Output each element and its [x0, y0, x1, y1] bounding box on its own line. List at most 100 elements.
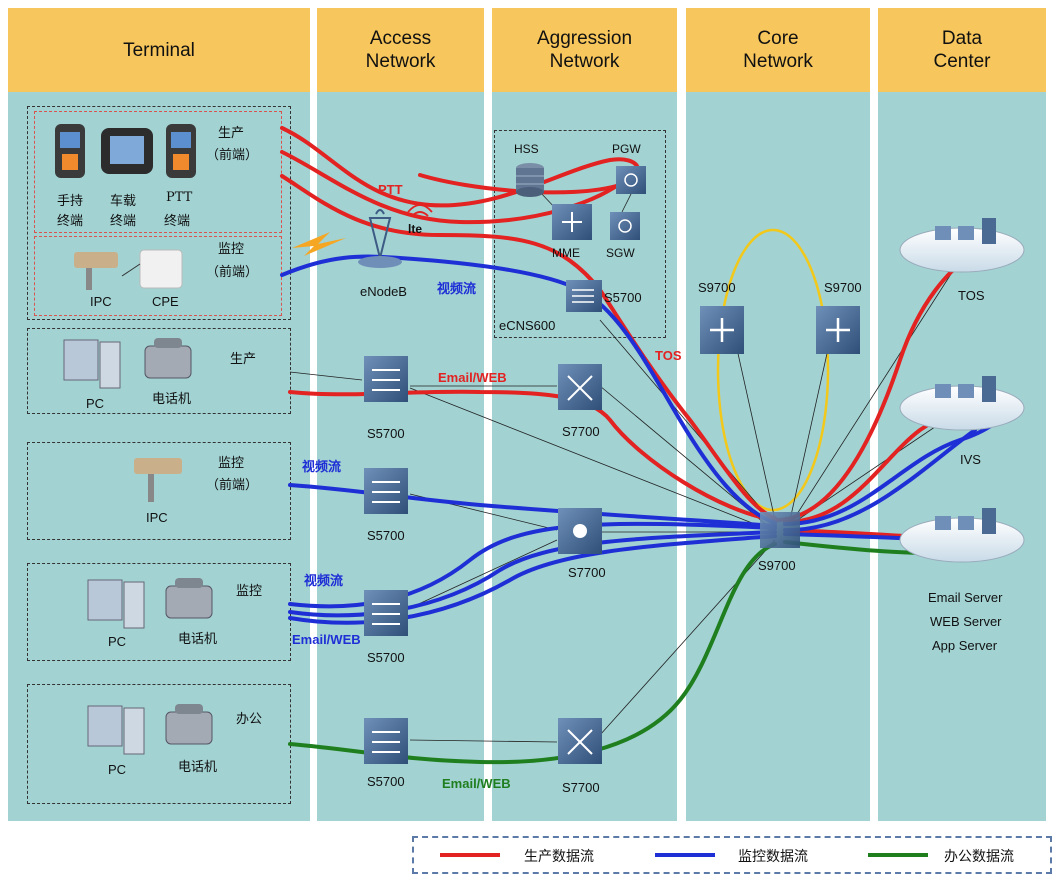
- legend-office-label: 办公数据流: [944, 849, 1014, 865]
- flow-label-email-2: Email/WEB: [292, 632, 361, 647]
- ecns600-box: [494, 130, 666, 338]
- column-access: Access Network: [317, 8, 484, 821]
- ptt-label-2: 终端: [164, 214, 191, 229]
- web-server-label: WEB Server: [930, 614, 1002, 629]
- monitor-frontend-label-2: （前端）: [206, 265, 259, 280]
- hss-icon: [516, 163, 544, 197]
- enodeb-label: eNodeB: [360, 284, 407, 299]
- access-switch-icon-3: [364, 590, 408, 636]
- enodeb-icon: [358, 209, 402, 268]
- ipc-cpe-link: [121, 263, 141, 277]
- legend-monitor-label: 监控数据流: [738, 849, 808, 865]
- flow-label-lte: lte: [408, 222, 423, 236]
- phone-label-1: 电话机: [152, 392, 192, 407]
- ecns-s5700-icon: [566, 280, 602, 312]
- prod-office-label: 生产: [230, 352, 257, 367]
- access-switch-icon-1: [364, 356, 408, 402]
- flow-label-email-3: Email/WEB: [442, 776, 511, 791]
- ptt-label-1: PTT: [166, 190, 193, 205]
- access-switch-icon-4: [364, 718, 408, 764]
- email-server-label: Email Server: [928, 590, 1003, 605]
- access-switch-label-2: S5700: [367, 528, 405, 543]
- column-title-core: Core Network: [686, 8, 870, 92]
- phone-label-2: 电话机: [178, 632, 218, 647]
- legend: [412, 836, 1052, 874]
- flow-label-video-3: 视频流: [304, 574, 344, 589]
- core-switch-left-icon: [700, 306, 744, 354]
- mme-label: MME: [552, 246, 580, 260]
- column-title-terminal: Terminal: [8, 8, 310, 92]
- phone-icon-1: [144, 338, 192, 379]
- flow-label-email-1: Email/WEB: [438, 370, 507, 385]
- ecns600-label: eCNS600: [499, 318, 556, 333]
- ipc-label-1: IPC: [90, 294, 112, 309]
- agg-switch-icon-3: [558, 718, 602, 764]
- core-right-label: S9700: [824, 280, 862, 295]
- access-switch-label-4: S5700: [367, 774, 405, 789]
- access-switch-icon-2: [364, 468, 408, 514]
- pc-icon-1: [63, 339, 121, 389]
- ptt-terminal-icon: [166, 124, 196, 178]
- pc-label-1: PC: [86, 396, 105, 411]
- pc-label-3: PC: [108, 762, 127, 777]
- cpe-icon: [139, 249, 183, 289]
- agg-switch-label-3: S7700: [562, 780, 600, 795]
- ipc-label-2: IPC: [146, 510, 168, 525]
- phone-icon-3: [165, 704, 213, 745]
- column-core: Core Network: [686, 8, 870, 821]
- app-server-label: App Server: [932, 638, 998, 653]
- agg-switch-icon-1: [558, 364, 602, 410]
- agg-switch-icon-2: [558, 508, 602, 554]
- hss-label: HSS: [514, 142, 539, 156]
- monitor-office-label: 监控: [236, 584, 263, 599]
- column-title-aggregation: Aggression Network: [492, 8, 677, 92]
- ecns-s5700-label: S5700: [604, 290, 642, 305]
- vehicle-label-1: 车载: [110, 194, 137, 209]
- flow-label-video-2: 视频流: [302, 460, 342, 475]
- flow-label-video-1: 视频流: [437, 282, 477, 297]
- core-ring: [716, 228, 830, 512]
- legend-production-label: 生产数据流: [524, 849, 594, 865]
- monitor-ipc-label-1: 监控: [218, 456, 245, 471]
- prod-frontend-label-1: 生产: [218, 126, 245, 141]
- group-production-office: [27, 328, 291, 414]
- handheld-label-2: 终端: [57, 214, 84, 229]
- ipc-camera-icon-1: [74, 252, 118, 290]
- vehicle-label-2: 终端: [110, 214, 137, 229]
- tos-label: TOS: [958, 288, 985, 303]
- ipc-camera-icon-2: [134, 458, 182, 502]
- sgw-label: SGW: [606, 246, 635, 260]
- tos-server-icon: [899, 218, 1025, 273]
- production-flows: [280, 126, 992, 542]
- column-aggregation: Aggression Network: [492, 8, 677, 821]
- flow-label-ptt: PTT: [378, 182, 403, 197]
- column-title-access: Access Network: [317, 8, 484, 92]
- pgw-icon: [616, 166, 646, 194]
- wireless-link-icon: [292, 232, 346, 256]
- column-title-datacenter: Data Center: [878, 8, 1046, 92]
- monitor-ipc-label-2: （前端）: [206, 478, 259, 493]
- prod-frontend-label-2: （前端）: [206, 148, 259, 163]
- handheld-label-1: 手持: [57, 194, 84, 209]
- monitor-frontend-label-1: 监控: [218, 242, 245, 257]
- vehicle-terminal-icon: [101, 128, 153, 174]
- app-server-icon: [899, 508, 1025, 563]
- core-main-switch-icon: [760, 512, 800, 548]
- ivs-label: IVS: [960, 452, 981, 467]
- agg-switch-label-2: S7700: [568, 565, 606, 580]
- pc-icon-3: [87, 705, 145, 755]
- core-main-label: S9700: [758, 558, 796, 573]
- pc-icon-2: [87, 579, 145, 629]
- access-switch-label-3: S5700: [367, 650, 405, 665]
- cpe-label: CPE: [152, 294, 179, 309]
- sgw-icon: [610, 212, 640, 240]
- agg-switch-label-1: S7700: [562, 424, 600, 439]
- group-frontend: [27, 106, 291, 320]
- handheld-terminal-icon: [55, 124, 85, 178]
- lte-signal-icon: [407, 204, 433, 217]
- phone-label-3: 电话机: [178, 760, 218, 775]
- flow-label-tos: TOS: [655, 348, 682, 363]
- group-monitor-ipc: [27, 442, 291, 540]
- core-switch-right-icon: [816, 306, 860, 354]
